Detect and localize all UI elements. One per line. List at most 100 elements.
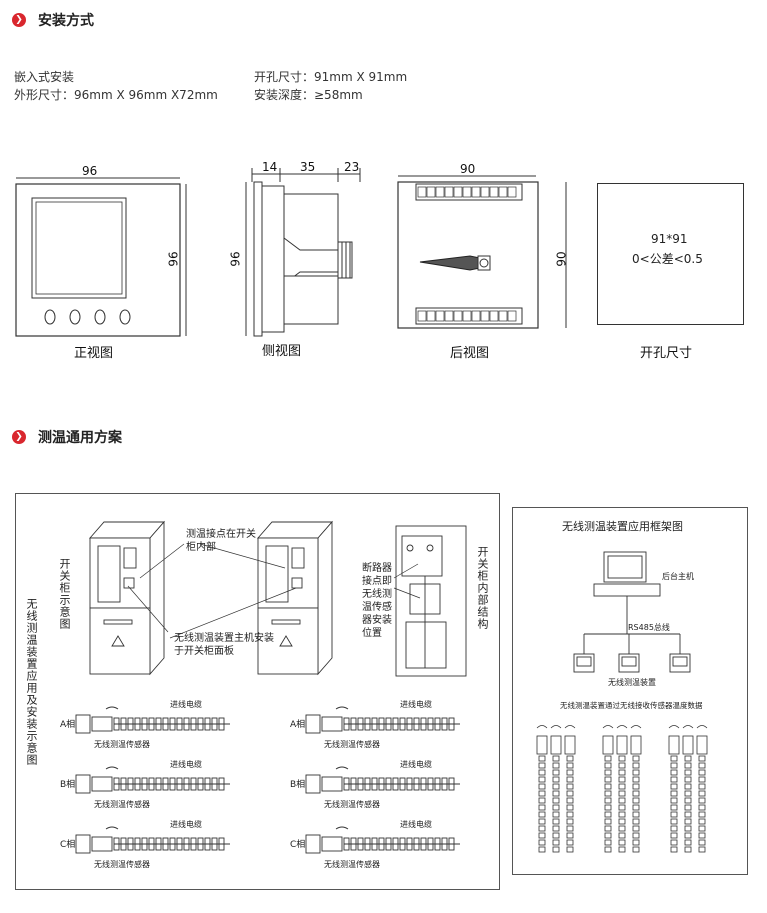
cable-segment	[538, 825, 546, 832]
contact-label: 测温接点在开关柜内部	[186, 529, 256, 553]
wireless-icon	[105, 706, 119, 710]
cable-segment	[684, 811, 692, 818]
spec-cutout: 开孔尺寸：91mm X 91mm	[254, 70, 408, 84]
cable-segment	[604, 825, 612, 832]
cable-segment	[670, 755, 678, 762]
cutout-caption: 开孔尺寸	[640, 346, 693, 361]
device-label: 无线测温装置	[608, 678, 656, 687]
cable-label: 进线电缆	[170, 820, 202, 829]
cable-segment	[552, 797, 560, 804]
cable-segment	[618, 846, 626, 853]
front-view-caption: 正视图	[74, 346, 114, 361]
cable-segment	[632, 818, 640, 825]
section-install-title: ❯ 安装方式	[12, 10, 94, 30]
cable-segment	[566, 776, 574, 783]
rear-view-caption: 后视图	[450, 346, 490, 361]
cable-segment	[552, 818, 560, 825]
cable-segment	[618, 755, 626, 762]
sensor-body	[305, 774, 321, 794]
cable-segment	[698, 755, 706, 762]
cable-segment	[670, 846, 678, 853]
cable-segment	[552, 755, 560, 762]
cable-segment	[538, 762, 546, 769]
sensor-clamp	[321, 716, 343, 732]
wireless-icon	[536, 725, 548, 729]
cable-segment	[618, 825, 626, 832]
cable-segment	[566, 811, 574, 818]
cable-segment	[632, 832, 640, 839]
cable-segment	[566, 839, 574, 846]
cable-segment	[552, 811, 560, 818]
cable-segment	[684, 769, 692, 776]
cable-segment	[604, 811, 612, 818]
sensor-head	[668, 735, 680, 755]
cable-segment	[698, 776, 706, 783]
cable-segment	[698, 846, 706, 853]
sensor-body	[75, 714, 91, 734]
cable-segment	[684, 797, 692, 804]
cable-segment	[684, 783, 692, 790]
cable-segment	[566, 832, 574, 839]
sensor-head	[696, 735, 708, 755]
wireless-icon	[335, 766, 349, 770]
spec-depth: 安装深度：≥58mm	[254, 88, 363, 102]
cable-segment	[618, 804, 626, 811]
cable-segment	[670, 804, 678, 811]
chevron-right-icon: ❯	[12, 13, 26, 27]
cable-segment	[604, 804, 612, 811]
breaker-label: 断路器接点即无线测温传感器安装位置	[362, 563, 392, 639]
cable-segment	[684, 755, 692, 762]
cabinet-label: 开关柜示意图	[58, 558, 71, 630]
cable-label: 进线电缆	[400, 760, 432, 769]
cutout-box	[597, 183, 744, 325]
panel-vertical-title: 无线测温装置应用及安装示意图	[25, 598, 38, 766]
cable-segment	[632, 762, 640, 769]
cable-segment	[618, 832, 626, 839]
cable-segment	[632, 811, 640, 818]
cable-segment	[684, 846, 692, 853]
cable-segment	[670, 790, 678, 797]
cable-segment	[566, 818, 574, 825]
cable-segment	[538, 797, 546, 804]
cable-segment	[670, 818, 678, 825]
chevron-right-icon: ❯	[12, 430, 26, 444]
sensor-clamp	[91, 836, 113, 852]
wireless-icon	[696, 725, 708, 729]
cable-segment	[604, 762, 612, 769]
cable-segment	[538, 769, 546, 776]
cable-segment	[684, 804, 692, 811]
side-view-caption: 侧视图	[262, 344, 302, 359]
rear-height-dim: 90	[554, 251, 569, 267]
sensor-head	[630, 735, 642, 755]
section-scheme-title: ❯ 测温通用方案	[12, 427, 122, 447]
cable-segment	[566, 825, 574, 832]
sensor-label: 无线测温传感器	[324, 740, 380, 749]
sensor-head	[682, 735, 694, 755]
sensor-label: 无线测温传感器	[324, 860, 380, 869]
phase-label: B相	[60, 780, 76, 790]
cable-segment	[552, 839, 560, 846]
cable-segment	[698, 783, 706, 790]
cable-segment	[618, 797, 626, 804]
cable-segment	[684, 776, 692, 783]
cable-segment	[698, 825, 706, 832]
cable-segment	[698, 818, 706, 825]
cable-segment	[566, 797, 574, 804]
sensor-label: 无线测温传感器	[94, 860, 150, 869]
bus-label: RS485总线	[628, 623, 670, 632]
cable-segment	[618, 762, 626, 769]
cable-segment	[632, 846, 640, 853]
cable-segment	[604, 790, 612, 797]
cable-label: 进线电缆	[400, 700, 432, 709]
cable-segment	[552, 776, 560, 783]
spec-outline: 外形尺寸：96mm X 96mm X72mm	[14, 88, 218, 102]
cable-segment	[538, 783, 546, 790]
cable-segment	[618, 769, 626, 776]
inside-label: 开关柜内部结构	[476, 546, 489, 630]
cable-segment	[670, 762, 678, 769]
sensor-label: 无线测温传感器	[324, 800, 380, 809]
cable-segment	[632, 783, 640, 790]
side-dim-14: 14	[262, 160, 278, 174]
sensor-body	[75, 774, 91, 794]
cable-segment	[618, 811, 626, 818]
